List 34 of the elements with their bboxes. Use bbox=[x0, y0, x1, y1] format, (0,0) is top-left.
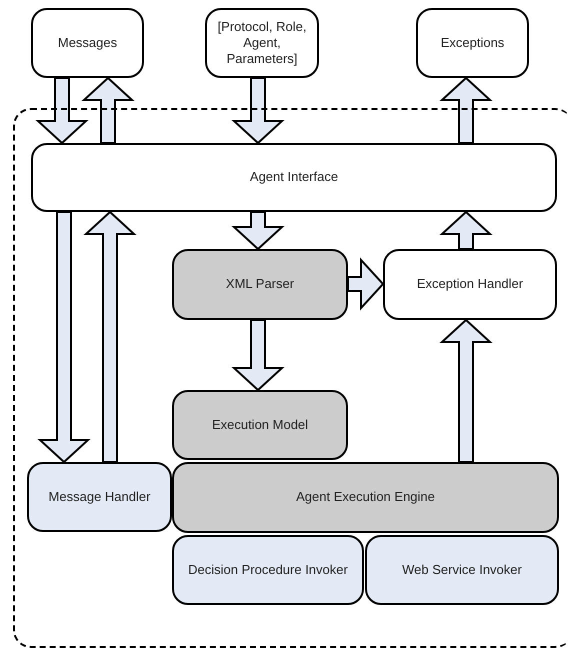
block-arrow bbox=[81, 76, 135, 144]
component-box bbox=[383, 249, 557, 320]
node-label: Agent Execution Engine bbox=[295, 489, 436, 506]
component-box bbox=[27, 462, 172, 532]
component-box bbox=[365, 535, 559, 605]
block-arrow bbox=[35, 77, 89, 144]
block-arrow bbox=[231, 211, 285, 250]
node-label: Messages bbox=[56, 34, 118, 52]
block-arrow bbox=[231, 319, 285, 392]
interface-box bbox=[31, 143, 557, 212]
component-box bbox=[172, 390, 348, 460]
node-label: Message Handler bbox=[48, 488, 152, 506]
node-label: [Protocol, Role, Agent, Parameters] bbox=[216, 18, 308, 68]
input-box bbox=[205, 8, 319, 78]
block-arrow bbox=[83, 210, 137, 463]
node-label: Execution Model bbox=[210, 416, 310, 434]
node-label: Decision Procedure Invoker bbox=[187, 562, 349, 578]
node-label: Agent Interface bbox=[248, 169, 340, 186]
component-box bbox=[172, 535, 364, 605]
input-box bbox=[31, 8, 144, 78]
node-label: XML Parser bbox=[224, 276, 296, 293]
component-box bbox=[172, 462, 559, 533]
block-arrow bbox=[37, 211, 91, 464]
block-arrow bbox=[347, 257, 384, 311]
block-arrow bbox=[439, 210, 493, 250]
node-label: Web Service Invoker bbox=[401, 562, 523, 578]
node-label: Exceptions bbox=[440, 34, 506, 52]
component-box bbox=[172, 249, 348, 320]
block-arrow bbox=[439, 318, 493, 463]
boundary-box bbox=[13, 108, 568, 648]
block-arrow bbox=[439, 76, 493, 144]
node-label: Exception Handler bbox=[416, 276, 524, 293]
block-arrow bbox=[231, 77, 285, 144]
output-box bbox=[416, 8, 529, 78]
